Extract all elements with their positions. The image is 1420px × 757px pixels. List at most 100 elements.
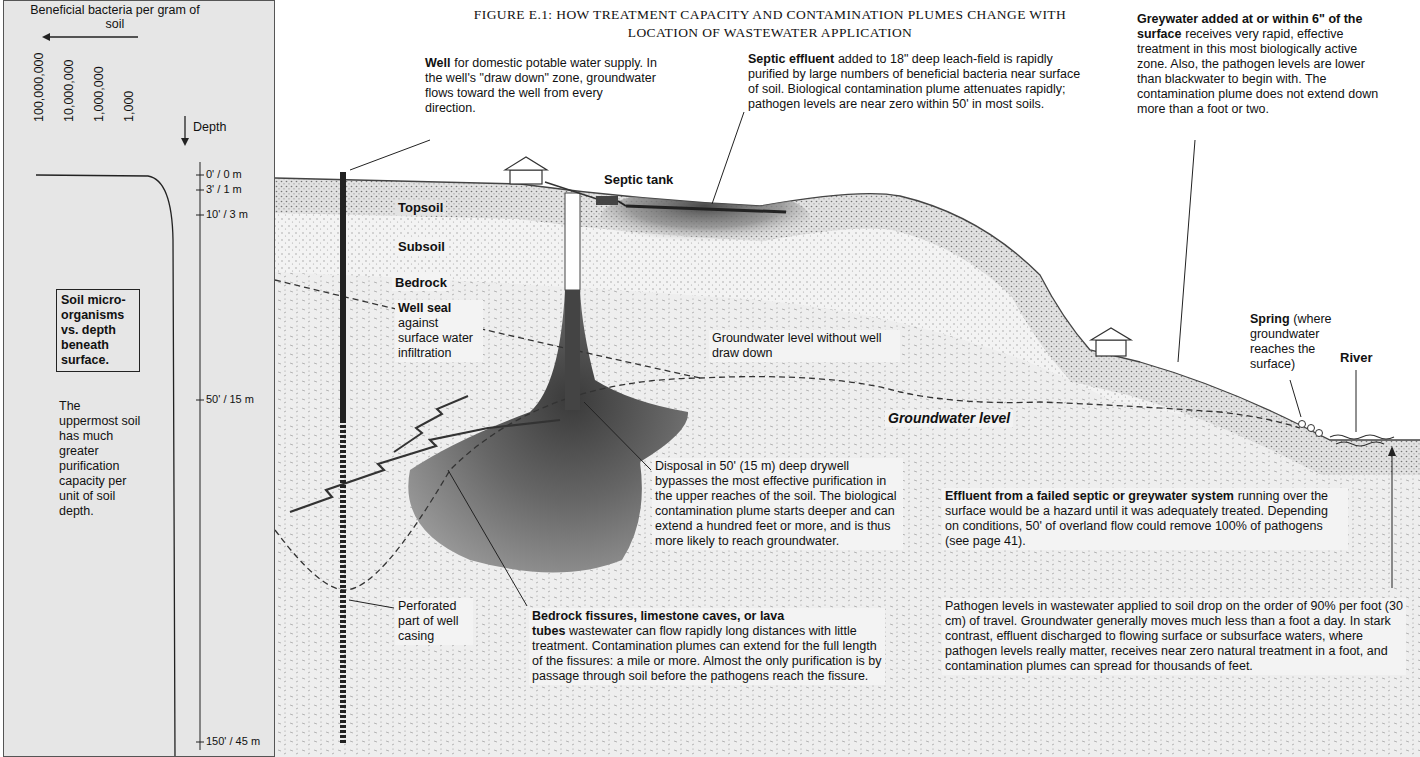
callout-text: wastewater can flow rapidly long distanc… <box>532 624 881 683</box>
well-callout: Wellfor domestic potable water supply. I… <box>425 56 657 116</box>
callout-text: 10,000,000 <box>62 59 76 122</box>
leader-line <box>350 140 430 170</box>
leach-field <box>626 206 786 212</box>
callout-heading: Well <box>425 56 450 70</box>
callout-heading: Spring <box>1250 312 1290 326</box>
callout-text: River <box>1340 350 1373 365</box>
axis-number: 1,000,000 <box>92 66 107 122</box>
fissure <box>290 420 560 512</box>
callout-text: Disposal in 50' (15 m) deep drywell bypa… <box>655 459 897 548</box>
failure-note: Effluent from a failed septic or greywat… <box>942 488 1348 550</box>
callout-text: Subsoil <box>398 239 445 254</box>
septic-callout: Septic effluentadded to 18" deep leach-f… <box>748 52 1093 112</box>
depth-tick: 50' / 15 m <box>206 393 254 406</box>
fissure <box>394 396 468 452</box>
tank-label: Septic tank <box>604 172 673 187</box>
depth-tick: 0' / 0 m <box>206 168 242 181</box>
depth-arrow <box>184 116 185 140</box>
arrow-head <box>42 33 50 41</box>
leader-line <box>448 470 527 606</box>
spring <box>1299 421 1306 428</box>
house-roof <box>505 157 547 170</box>
leach-pipe <box>618 201 626 206</box>
well-casing <box>340 420 346 745</box>
arrow-head <box>1388 446 1396 456</box>
leader-arrow <box>1392 454 1393 588</box>
panel-fill <box>3 0 275 757</box>
greywater-callout: Greywater added at or within 6" of the s… <box>1137 12 1391 117</box>
leader-line <box>584 402 651 470</box>
drywell-lower <box>565 290 580 410</box>
callout-text: 1,000 <box>122 91 136 122</box>
callout-heading: Well seal <box>398 301 480 316</box>
river <box>1336 442 1384 446</box>
casing-label: Perforated part of well casing <box>395 598 473 645</box>
house <box>1096 340 1126 356</box>
callout-text: Septic tank <box>604 172 673 187</box>
callout-heading: Effluent from a failed septic or greywat… <box>945 489 1234 503</box>
pathogen-note: Pathogen levels in wastewater applied to… <box>942 598 1406 675</box>
spring <box>1308 425 1315 432</box>
spring <box>1316 430 1323 437</box>
callout-text: 1,000,000 <box>92 66 106 122</box>
river-label: River <box>1340 350 1373 365</box>
callout-text: Perforated part of well casing <box>398 599 458 643</box>
water-level-note: Groundwater level without well draw down <box>709 330 900 362</box>
ground-surface <box>275 178 1420 440</box>
well-seal <box>340 172 346 420</box>
depth-tick: 10' / 3 m <box>206 208 248 221</box>
axis-title: Beneficial bacteria per gram of soil <box>30 3 200 31</box>
drywell-note: Disposal in 50' (15 m) deep drywell bypa… <box>652 458 903 550</box>
callout-text: Pathogen levels in wastewater applied to… <box>945 599 1403 673</box>
leader-line <box>1356 370 1357 432</box>
groundwater-static <box>275 280 700 378</box>
leader-line <box>349 600 394 608</box>
callout-text: against surface water infiltration <box>398 316 473 360</box>
layer-label: Topsoil <box>395 200 446 215</box>
caption-box: Soil micro-organisms vs. depth beneath s… <box>56 289 140 372</box>
depth-axis <box>200 162 201 750</box>
callout-text: Depth <box>193 120 226 134</box>
house-pipe <box>545 182 597 199</box>
water-level-label: Groundwater level <box>885 410 1013 427</box>
topsoil-band <box>275 178 1420 440</box>
callout-heading: Septic effluent <box>748 52 834 66</box>
figure-title: FIGURE E.1: HOW TREATMENT CAPACITY AND C… <box>440 6 1100 42</box>
panel-note: The uppermost soil has much greater puri… <box>59 399 143 519</box>
groundwater-line <box>275 377 1300 590</box>
river <box>1330 435 1394 439</box>
callout-text: 100,000,000 <box>32 52 46 122</box>
callout-text: 0' / 0 m <box>206 168 242 180</box>
house-roof <box>1091 328 1131 340</box>
axis-number: 100,000,000 <box>32 52 47 122</box>
callout-text: Groundwater level <box>888 410 1010 426</box>
axis-ticks <box>196 175 204 742</box>
drywell-upper <box>565 193 580 290</box>
fissure-callout: Bedrock fissures, limestone caves, or la… <box>529 608 885 685</box>
arrow-head <box>181 138 189 146</box>
leader-line <box>1178 140 1195 362</box>
axis-label: Depth <box>193 120 226 135</box>
bedrock-zone <box>275 272 1420 757</box>
depth-tick: 3' / 1 m <box>206 183 242 196</box>
axis-number: 1,000 <box>122 91 137 122</box>
callout-text: 10' / 3 m <box>206 208 248 220</box>
ground <box>275 178 1420 757</box>
box-text: Soil micro-organisms vs. depth beneath s… <box>61 293 135 368</box>
layer-label: Bedrock <box>392 274 450 291</box>
layer-label: Subsoil <box>395 238 448 255</box>
axis-number: 10,000,000 <box>62 59 77 122</box>
callout-text: 50' / 15 m <box>206 393 254 405</box>
depth-tick: 150' / 45 m <box>206 735 260 748</box>
bacteria-curve <box>36 175 175 757</box>
leach-plume <box>600 188 810 248</box>
callout-text: Groundwater level without well draw down <box>712 331 882 360</box>
leader-line <box>712 112 744 204</box>
leader-line <box>1290 380 1301 417</box>
house <box>510 170 542 184</box>
septic-tank <box>596 196 618 205</box>
callout-text: for domestic potable water supply. In th… <box>425 56 657 115</box>
callout-text: Bedrock <box>395 275 447 290</box>
callout-text: Topsoil <box>398 200 443 215</box>
